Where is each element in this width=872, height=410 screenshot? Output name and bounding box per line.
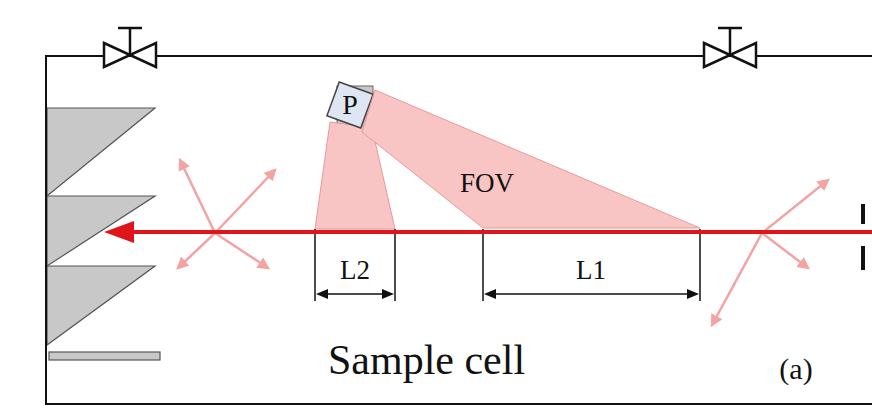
panel-label: (a) (779, 354, 812, 384)
laser-beam (128, 230, 872, 234)
aperture (861, 204, 865, 224)
dimension-label: L1 (576, 257, 606, 284)
fov-region: FOV (360, 88, 702, 230)
valve-symbol (104, 28, 756, 67)
node-shape (360, 88, 702, 230)
sample-cell: Sample cell P FOV (45, 55, 872, 405)
node-label: FOV (460, 170, 514, 197)
beam-trap (47, 108, 160, 360)
fov-outline (362, 90, 700, 228)
dimension-lines (315, 229, 700, 301)
node-label: Sample cell (328, 339, 525, 381)
node-label: P (342, 91, 358, 119)
aperture (861, 246, 865, 270)
scatter-arrows (178, 160, 828, 325)
dimension-label: L2 (340, 257, 370, 284)
dimension-arrowheads (316, 289, 699, 299)
laser-arrowhead (104, 221, 134, 243)
